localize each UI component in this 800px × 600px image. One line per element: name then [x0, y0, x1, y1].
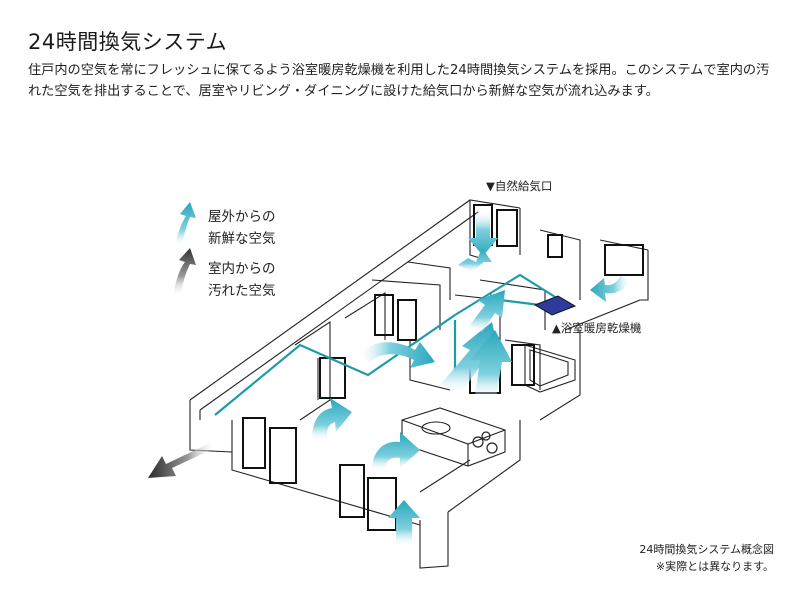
floor-plan: [189, 199, 649, 569]
fresh-air-arrow-icon: [468, 212, 498, 256]
bath-dryer-unit: [533, 295, 577, 316]
disclaimer-note: ※実際とは異なります。: [656, 559, 774, 573]
legend-fresh-line1: 屋外からの: [208, 209, 276, 225]
stove-icon: [472, 431, 498, 454]
fresh-air-arrow-icon: [372, 432, 420, 470]
legend-stale-line2: 汚れた空気: [208, 283, 276, 299]
diagram-caption: 24時間換気システム概念図: [639, 542, 774, 556]
fresh-air-arrows: [312, 212, 630, 545]
fresh-air-arrow-icon: [175, 202, 196, 245]
stale-air-exhaust-arrow-icon: [148, 444, 215, 478]
description-text: 住戸内の空気を常にフレッシュに保てるよう浴室暖房乾燥機を利用した24時間換気シス…: [28, 63, 770, 99]
legend-stale-line1: 室内からの: [208, 260, 276, 277]
fresh-air-arrow-icon: [312, 398, 352, 440]
window-frames: [242, 204, 644, 531]
fresh-air-arrow-icon: [470, 330, 512, 398]
fresh-air-arrow-icon: [590, 276, 630, 302]
fresh-air-arrow-icon: [458, 248, 492, 272]
natural-intake-label: ▼自然給気口: [486, 179, 552, 193]
fresh-air-arrow-icon: [470, 290, 505, 332]
fresh-air-arrow-icon: [388, 500, 420, 545]
stale-air-arrow-icon: [173, 248, 196, 295]
legend-fresh-line2: 新鮮な空気: [208, 231, 276, 247]
fresh-air-arrow-icon: [360, 342, 435, 368]
fresh-air-arrow-icon: [440, 322, 500, 392]
page-title: 24時間換気システム: [28, 30, 228, 54]
legend: 屋外からの 新鮮な空気 室内からの 汚れた空気: [173, 202, 276, 299]
bath-dryer-label: ▲浴室暖房乾燥機: [552, 321, 642, 335]
